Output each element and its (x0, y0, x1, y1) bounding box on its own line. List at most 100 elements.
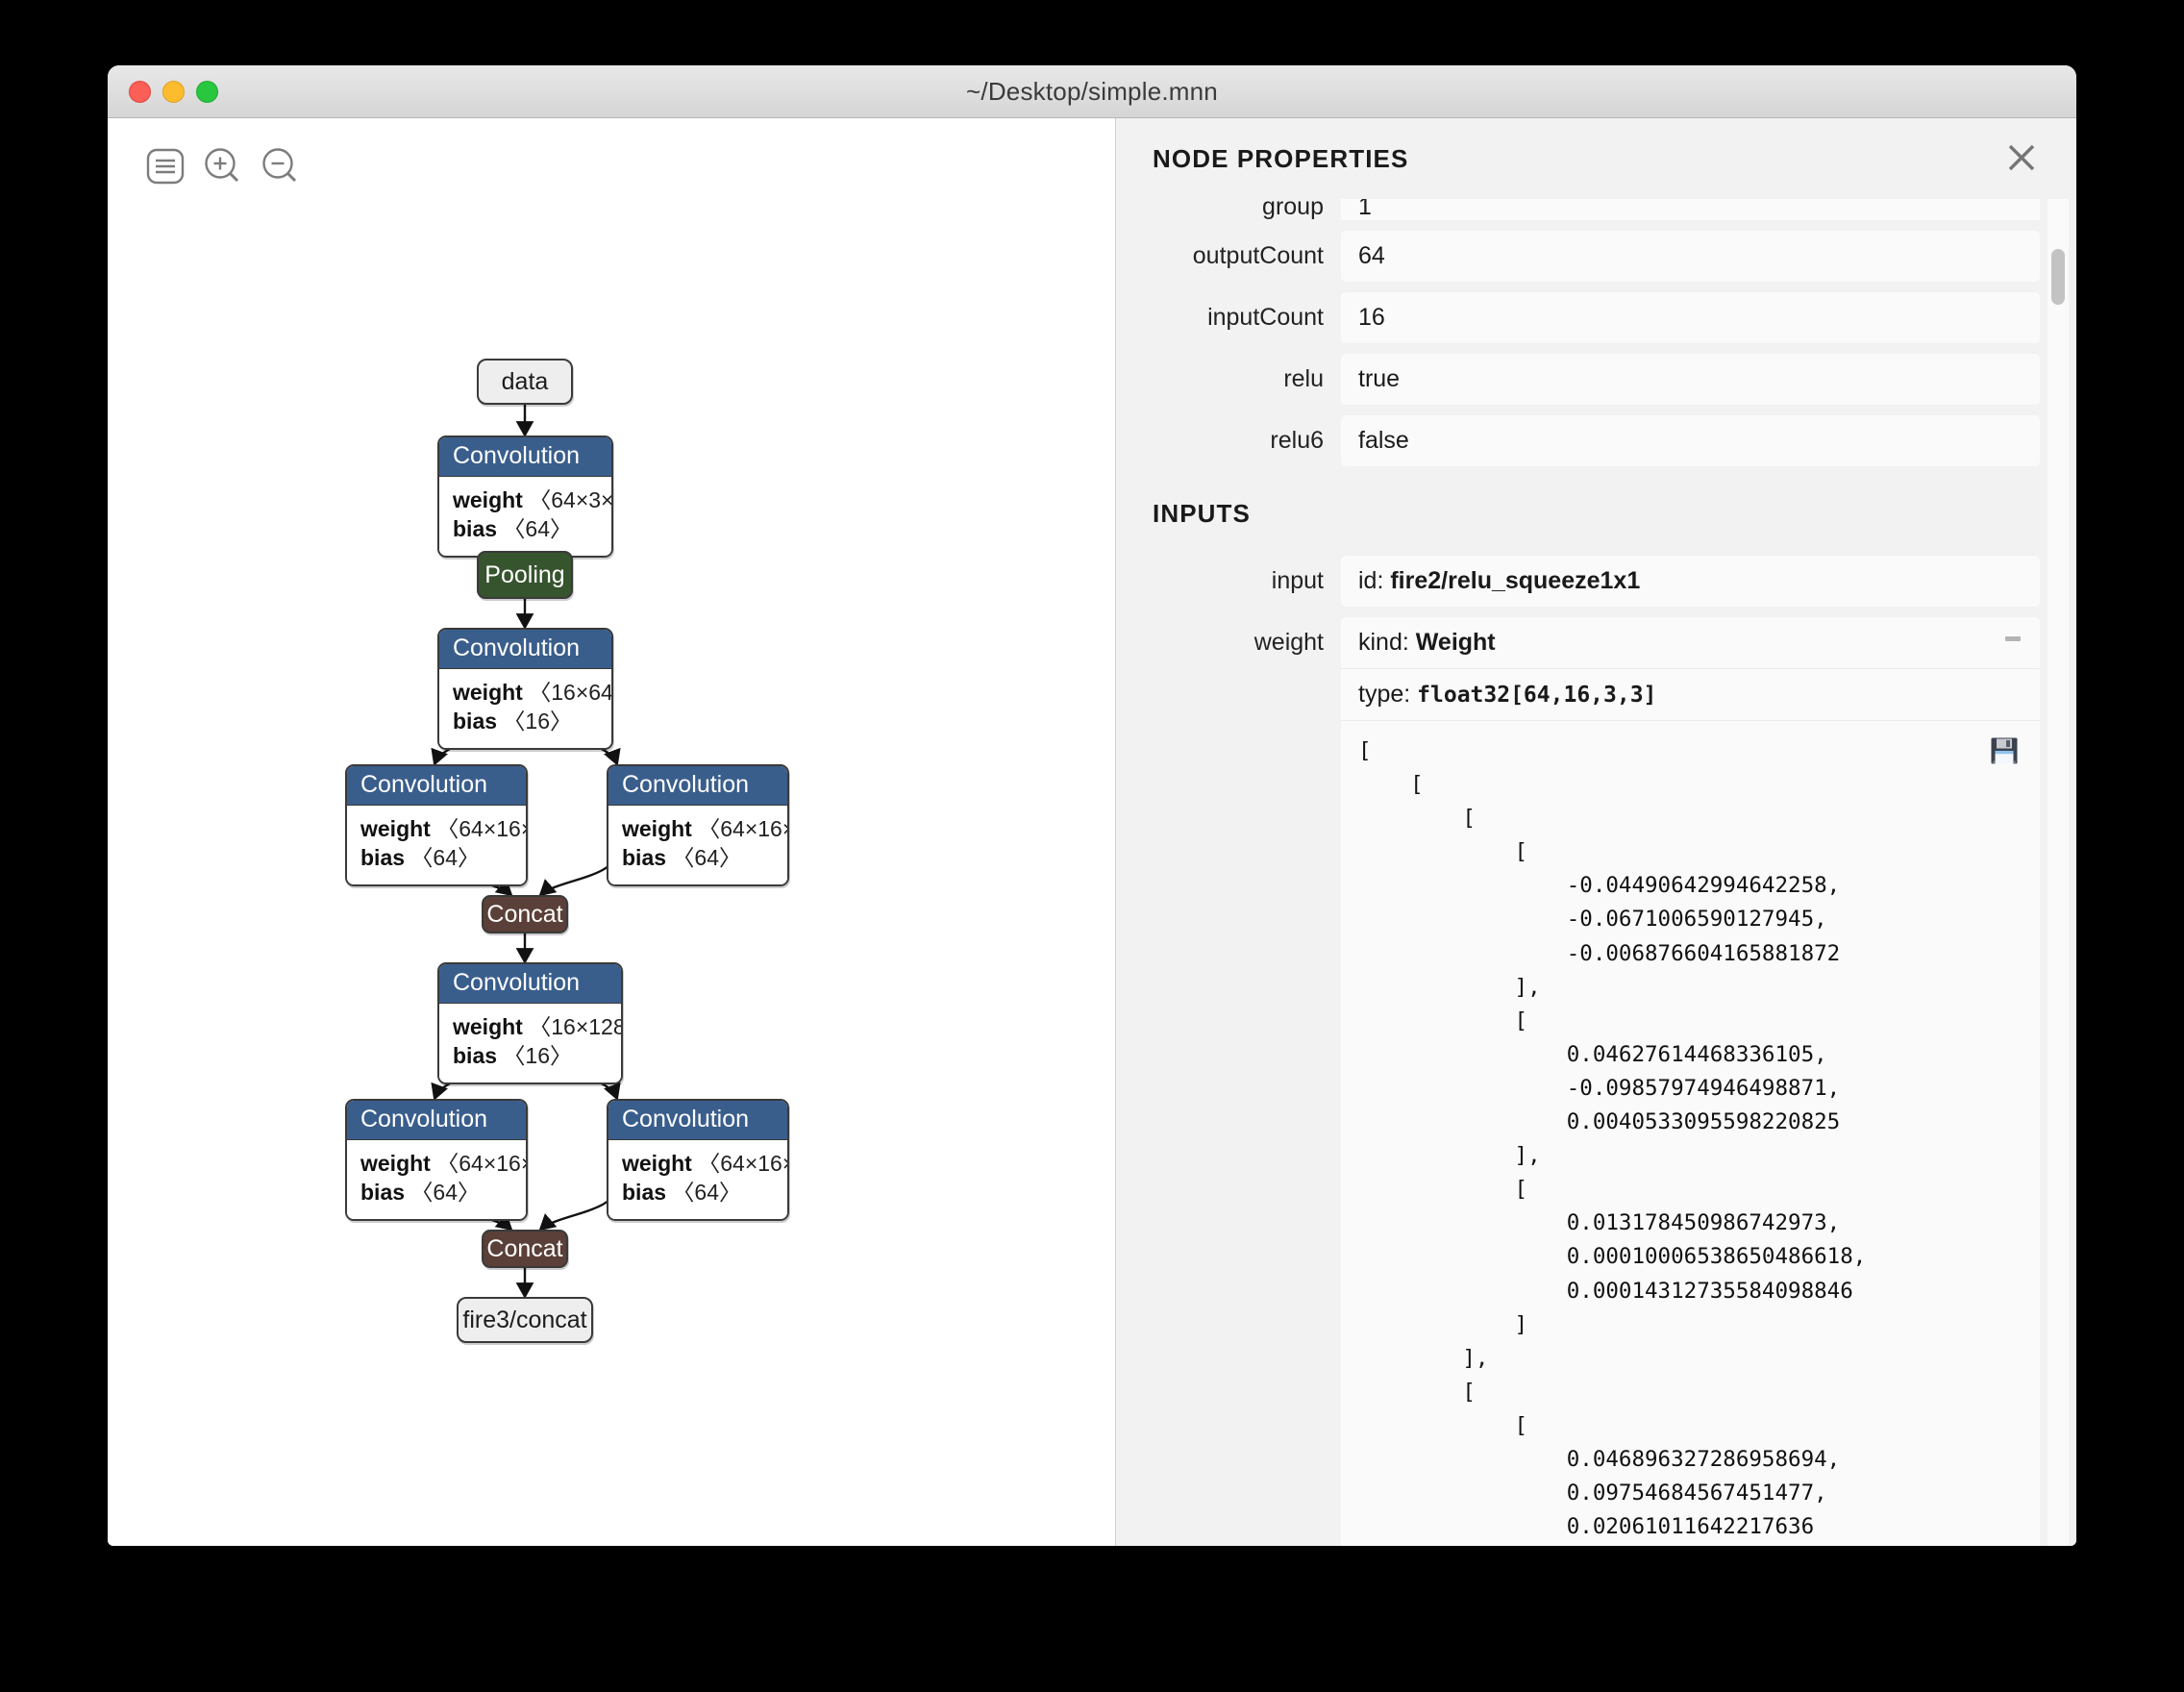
zoom-in-icon[interactable] (202, 145, 244, 187)
graph-node-convolution-3[interactable]: Convolution weight 〈64×16×1×1〉 bias 〈64〉 (345, 764, 528, 886)
attr-shape: 〈64〉 (503, 516, 573, 542)
graph-node-concat-2[interactable]: Concat (482, 1230, 568, 1268)
property-row-inputCount: inputCount 16 (1153, 292, 2040, 343)
node-label: Concat (486, 1234, 563, 1262)
node-header: Convolution (439, 964, 621, 1003)
node-label: data (501, 367, 549, 395)
app-window: ~/Desktop/simple.mnn (108, 65, 2076, 1546)
node-attr-bias: bias 〈64〉 (360, 1178, 512, 1207)
weight-array-data: [ [ [ [ -0.04490642994642258, -0.0671006… (1358, 738, 1867, 1540)
graph-node-convolution-5[interactable]: Convolution weight 〈16×128×1×1〉 bias 〈16… (437, 962, 623, 1084)
property-label: inputCount (1207, 304, 1324, 331)
node-header: Convolution (608, 766, 787, 805)
node-header: Convolution (439, 437, 611, 476)
property-value[interactable]: 64 (1341, 231, 2040, 282)
property-label: group (1262, 199, 1324, 220)
graph-node-data[interactable]: data (477, 359, 573, 405)
floppy-save-icon[interactable] (1990, 736, 2019, 772)
attr-shape: 〈64〉 (410, 1180, 481, 1206)
attr-key: bias (453, 1043, 498, 1069)
property-row-relu: relu true (1153, 354, 2040, 405)
maximize-window-button[interactable] (196, 80, 218, 103)
graph-node-output[interactable]: fire3/concat (457, 1297, 593, 1343)
attr-shape: 〈64〉 (672, 1180, 742, 1206)
panel-scrollbar[interactable] (2048, 199, 2069, 1546)
minimize-window-button[interactable] (162, 80, 185, 103)
input-id-value: fire2/relu_squeeze1x1 (1390, 567, 1641, 594)
attr-shape: 〈64×16×1×1〉 (436, 1151, 526, 1176)
node-properties-panel: NODE PROPERTIES group 1 (1116, 118, 2076, 1546)
weight-kind-value: Weight (1415, 629, 1496, 656)
property-label: relu6 (1270, 427, 1324, 454)
menu-icon[interactable] (144, 145, 186, 187)
attr-shape: 〈16〉 (503, 709, 573, 734)
property-value[interactable]: 1 (1341, 199, 2040, 220)
property-row-outputCount: outputCount 64 (1153, 231, 2040, 282)
property-value[interactable]: true (1341, 354, 2040, 405)
panel-scroll-content[interactable]: group 1 outputCount 64 inputCount 16 rel… (1116, 199, 2076, 1546)
attr-shape: 〈64×16×3×3〉 (698, 816, 787, 841)
node-attr-weight: weight 〈16×128×1×1〉 (453, 1012, 621, 1041)
close-window-button[interactable] (129, 80, 151, 103)
attr-key: bias (360, 845, 406, 871)
attr-key: weight (453, 487, 523, 512)
weight-label: weight (1253, 629, 1324, 656)
attr-shape: 〈64〉 (672, 845, 742, 871)
node-header: Convolution (608, 1101, 787, 1139)
attr-shape: 〈16×64×1×1〉 (529, 680, 613, 705)
graph-node-convolution-6[interactable]: Convolution weight 〈64×16×1×1〉 bias 〈64〉 (345, 1099, 528, 1221)
attr-shape: 〈64×3×3×3〉 (529, 487, 613, 512)
node-attributes: weight 〈64×16×1×1〉 bias 〈64〉 (347, 805, 526, 884)
graph-node-convolution-7[interactable]: Convolution weight 〈64×16×3×3〉 bias 〈64〉 (607, 1099, 789, 1221)
traffic-lights (129, 80, 218, 103)
graph-canvas[interactable]: data Convolution weight 〈64×3×3×3〉 bias (108, 118, 1115, 1546)
close-panel-icon[interactable] (1999, 136, 2044, 180)
title-bar: ~/Desktop/simple.mnn (108, 65, 2076, 118)
window-title: ~/Desktop/simple.mnn (966, 76, 1218, 106)
attr-key: bias (453, 709, 498, 734)
attr-key: bias (360, 1180, 406, 1206)
graph-node-concat-1[interactable]: Concat (482, 895, 568, 933)
node-attr-weight: weight 〈16×64×1×1〉 (453, 678, 611, 707)
graph-node-convolution-2[interactable]: Convolution weight 〈16×64×1×1〉 bias 〈16〉 (437, 628, 613, 750)
weight-kind-prefix: kind: (1358, 629, 1409, 656)
attr-shape: 〈16〉 (503, 1043, 573, 1069)
node-attr-weight: weight 〈64×16×1×1〉 (360, 1149, 526, 1178)
property-row-group: group 1 (1153, 199, 2040, 220)
window-body: data Convolution weight 〈64×3×3×3〉 bias (108, 118, 2076, 1546)
node-attributes: weight 〈64×16×3×3〉 bias 〈64〉 (608, 1139, 787, 1219)
node-attr-bias: bias 〈64〉 (453, 514, 598, 543)
node-label: Concat (486, 900, 563, 928)
attr-key: bias (453, 516, 498, 542)
node-attr-bias: bias 〈16〉 (453, 707, 598, 735)
node-attr-weight: weight 〈64×3×3×3〉 (453, 485, 611, 514)
node-attr-bias: bias 〈64〉 (360, 843, 512, 872)
graph-node-convolution-1[interactable]: Convolution weight 〈64×3×3×3〉 bias 〈64〉 (437, 435, 613, 558)
node-attributes: weight 〈16×64×1×1〉 bias 〈16〉 (439, 668, 611, 748)
node-attributes: weight 〈16×128×1×1〉 bias 〈16〉 (439, 1003, 621, 1082)
graph-node-pooling[interactable]: Pooling (477, 551, 573, 599)
input-label: input (1271, 567, 1324, 594)
panel-scrollbar-thumb[interactable] (2051, 249, 2065, 305)
property-label: relu (1283, 365, 1324, 392)
input-row: input id: fire2/relu_squeeze1x1 (1153, 556, 2040, 607)
attr-key: weight (360, 816, 431, 841)
property-value[interactable]: false (1341, 415, 2040, 466)
zoom-out-icon[interactable] (260, 145, 302, 187)
graph-canvas-pane[interactable]: data Convolution weight 〈64×3×3×3〉 bias (108, 118, 1116, 1546)
node-label: fire3/concat (462, 1306, 587, 1333)
node-attr-bias: bias 〈16〉 (453, 1041, 608, 1070)
node-attr-weight: weight 〈64×16×3×3〉 (622, 814, 787, 843)
weight-detail-card: kind: Weight type: float32[64,16,3,3] (1341, 617, 2040, 1546)
attr-key: bias (622, 1180, 667, 1206)
node-attributes: weight 〈64×16×3×3〉 bias 〈64〉 (608, 805, 787, 884)
graph-node-convolution-4[interactable]: Convolution weight 〈64×16×3×3〉 bias 〈64〉 (607, 764, 789, 886)
input-value[interactable]: id: fire2/relu_squeeze1x1 (1341, 556, 2040, 607)
collapse-toggle-icon[interactable] (2005, 636, 2021, 641)
attr-key: bias (622, 845, 667, 871)
node-attr-bias: bias 〈64〉 (622, 843, 774, 872)
weight-array-box[interactable]: [ [ [ [ -0.04490642994642258, -0.0671006… (1341, 720, 2040, 1546)
property-row-relu6: relu6 false (1153, 415, 2040, 466)
attr-shape: 〈64×16×3×3〉 (698, 1151, 787, 1176)
property-value[interactable]: 16 (1341, 292, 2040, 343)
